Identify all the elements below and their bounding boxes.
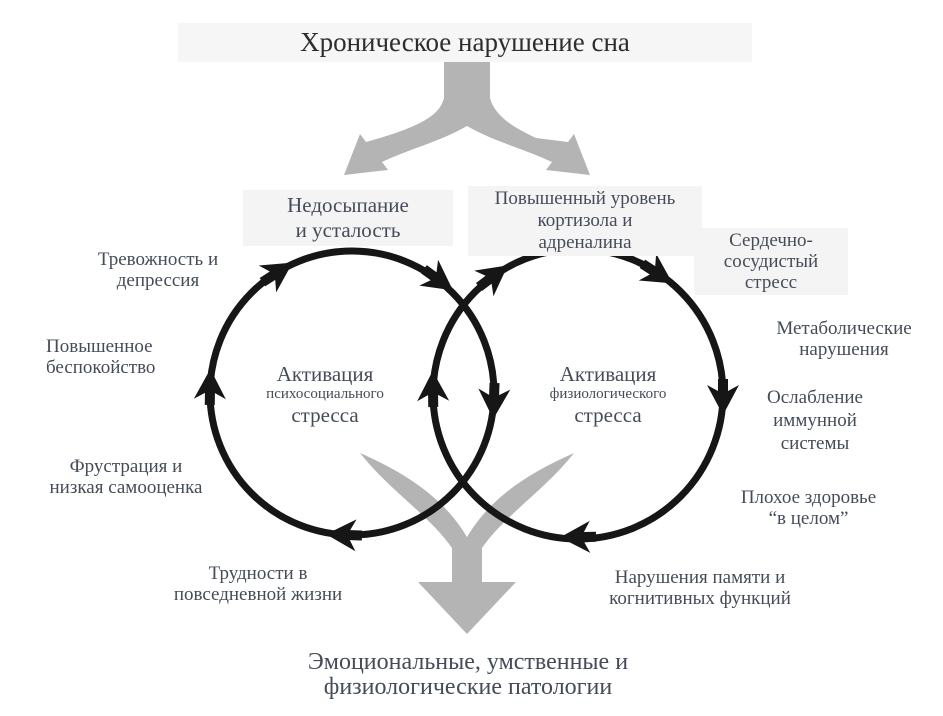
label-cortisol-adrenaline: Повышенный уровень кортизола и адреналин…	[468, 186, 702, 256]
bottom-merge-arrow	[360, 453, 574, 634]
label-memory-cognitive-impairment: Нарушения памяти и когнитивных функций	[609, 567, 791, 609]
label-frustration-low-self-esteem: Фрустрация и низкая самооценка	[49, 456, 203, 498]
arrowhead-icon	[419, 259, 453, 291]
label-increased-worry: Повышенное беспокойство	[46, 336, 156, 378]
left-cycle-center-line1: Активация	[276, 362, 374, 386]
top-fork-arrow	[344, 58, 590, 175]
label-daily-life-difficulties: Трудности в повседневной жизни	[173, 563, 343, 605]
right-cycle-center-line1: Активация	[559, 362, 657, 386]
arrowhead-icon	[417, 371, 450, 408]
right-cycle-center-line2: физиологического	[549, 386, 667, 402]
cycle-arrowheads	[193, 253, 739, 553]
arrowhead-icon	[478, 382, 511, 419]
label-immune-weakening: Ослабление иммунной системы	[767, 387, 863, 454]
arrowhead-icon	[707, 379, 739, 415]
arrowhead-icon	[193, 369, 226, 406]
label-metabolic-disorders: Метаболические нарушения	[776, 318, 912, 360]
left-cycle-center-line2: психосоциального	[266, 386, 384, 402]
arrowhead-icon	[326, 519, 363, 552]
label-sleep-deprivation-fatigue: Недосыпание и усталость	[243, 190, 453, 246]
arrowhead-icon	[638, 253, 673, 284]
right-cycle-center-line3: стресса	[574, 403, 642, 427]
left-cycle-center-label: Активация психосоциального стресса	[245, 363, 405, 427]
label-anxiety-depression: Тревожность и депрессия	[97, 249, 219, 291]
arrowhead-icon	[560, 520, 597, 553]
label-outcome-pathologies: Эмоциональные, умственные и физиологичес…	[307, 649, 629, 700]
label-cardiovascular-stress: Сердечно- сосудистый стресс	[694, 228, 848, 295]
left-cycle-center-line3: стресса	[291, 403, 359, 427]
arrowhead-icon	[474, 265, 508, 297]
right-cycle-center-label: Активация физиологического стресса	[528, 363, 688, 427]
arrowhead-icon	[258, 262, 293, 293]
page-title: Хроническое нарушение сна	[178, 23, 752, 62]
label-poor-overall-health: Плохое здоровье “в целом”	[740, 487, 877, 529]
